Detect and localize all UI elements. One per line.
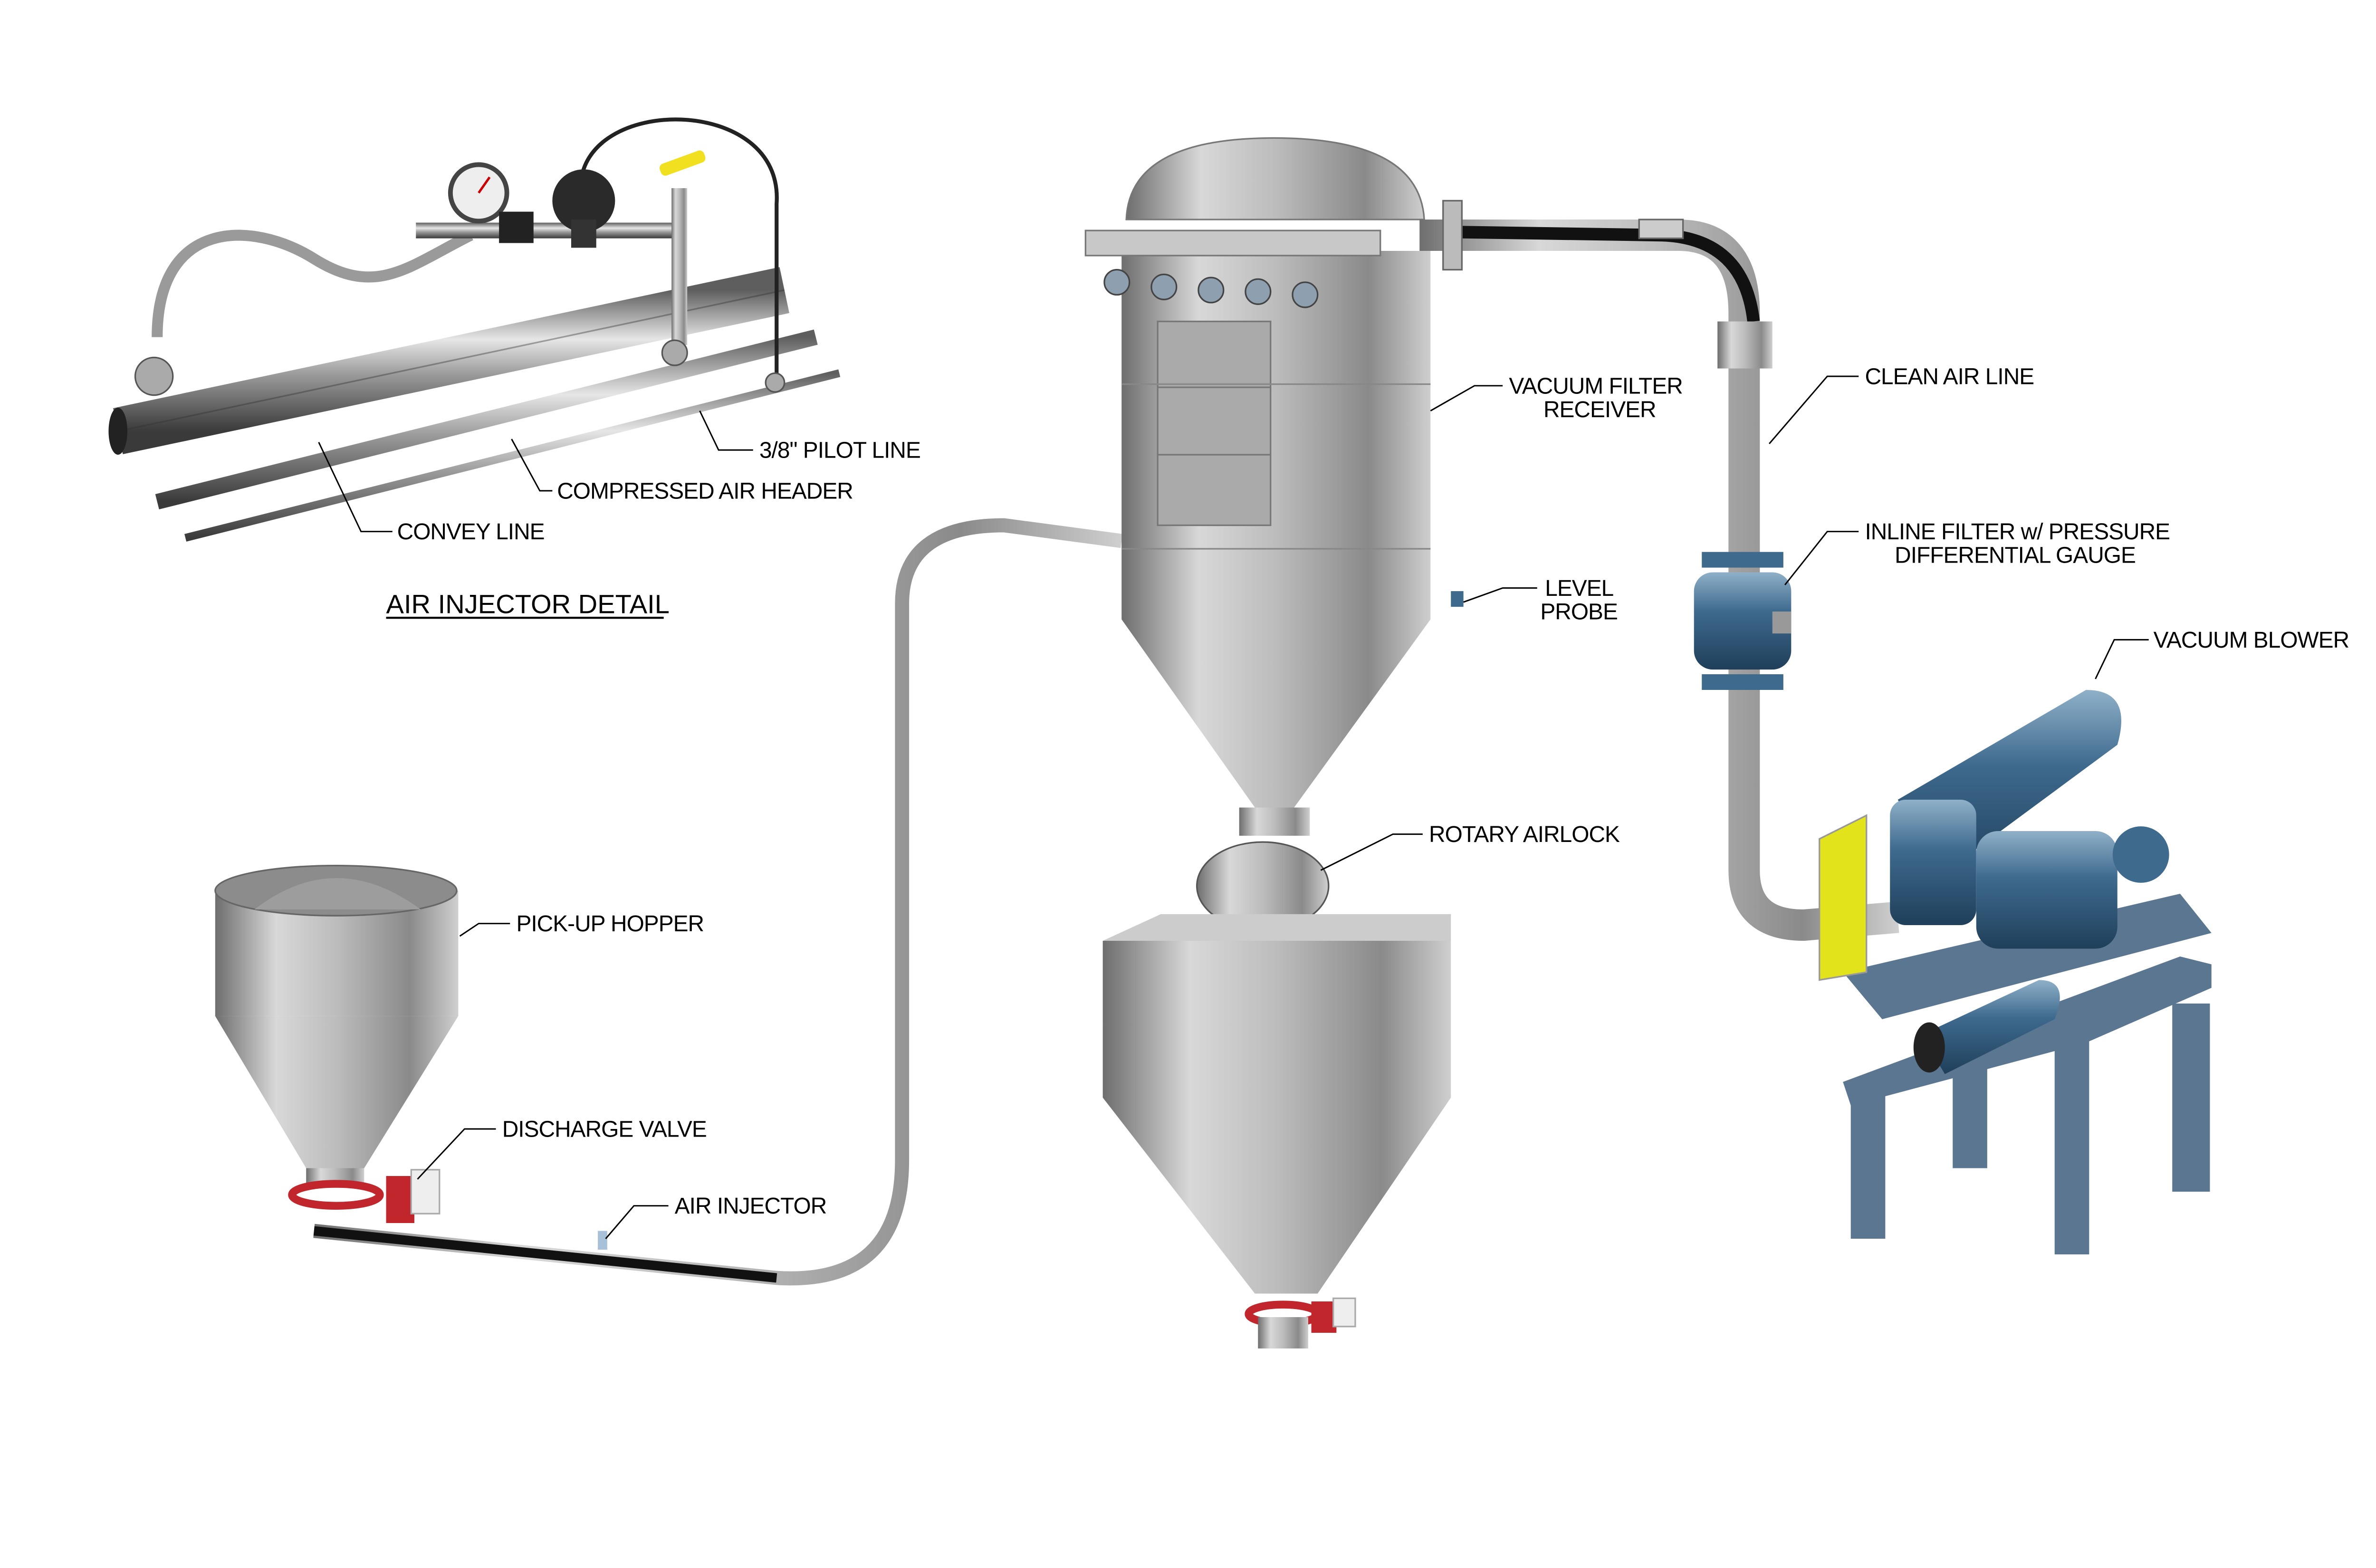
air-injector xyxy=(598,1231,607,1250)
level-probe xyxy=(1451,591,1464,607)
bulk-material xyxy=(254,878,421,909)
pulse-valves xyxy=(1103,268,1319,308)
convey-line-dark-segment xyxy=(313,1226,777,1283)
belt-guard xyxy=(1819,814,1868,981)
callout-pilot-line: 3/8" PILOT LINE xyxy=(699,410,921,463)
callout-vacuum-filter-receiver: VACUUM FILTER RECEIVER xyxy=(1430,373,1683,422)
callout-convey-line: CONVEY LINE xyxy=(318,441,545,545)
label-rotary-airlock: ROTARY AIRLOCK xyxy=(1429,822,1620,847)
label-convey-line: CONVEY LINE xyxy=(397,519,545,545)
inline-filter xyxy=(1694,552,1792,690)
discharge-valve xyxy=(288,1180,384,1210)
callout-air-injector: AIR INJECTOR xyxy=(605,1194,827,1239)
pilot-tube xyxy=(578,117,779,376)
vacuum-filter-receiver xyxy=(1084,137,1464,1348)
label-inline-filter-1: INLINE FILTER w/ PRESSURE xyxy=(1865,519,2170,545)
label-discharge-valve: DISCHARGE VALVE xyxy=(502,1117,707,1142)
blower-motor xyxy=(1976,831,2117,949)
pickup-hopper xyxy=(214,864,459,1294)
inlet-silencer xyxy=(1921,980,2060,1074)
label-air-injector: AIR INJECTOR xyxy=(675,1194,827,1219)
label-vacuum-filter-receiver-1: VACUUM FILTER xyxy=(1509,373,1682,399)
blower-body xyxy=(1890,800,1976,925)
air-injector-detail-title: AIR INJECTOR DETAIL xyxy=(386,589,670,619)
label-vacuum-blower: VACUUM BLOWER xyxy=(2154,628,2349,653)
convey-line-main xyxy=(313,518,1123,1286)
label-inline-filter-2: DIFFERENTIAL GAUGE xyxy=(1895,543,2136,568)
label-pickup-hopper: PICK-UP HOPPER xyxy=(516,911,704,937)
label-pilot-line: 3/8" PILOT LINE xyxy=(759,438,920,463)
callout-compressed-air-header: COMPRESSED AIR HEADER xyxy=(511,439,853,504)
air-injector-detail xyxy=(108,117,841,542)
label-level-probe-2: PROBE xyxy=(1540,600,1618,625)
ball-valve-handle xyxy=(660,150,706,176)
callout-rotary-airlock: ROTARY AIRLOCK xyxy=(1320,822,1620,871)
label-level-probe-1: LEVEL xyxy=(1545,576,1613,601)
pipe-end xyxy=(108,408,128,455)
compressed-air-header-pipe xyxy=(155,329,818,510)
pressure-differential-gauge xyxy=(1772,612,1792,634)
callout-discharge-valve: DISCHARGE VALVE xyxy=(417,1117,707,1180)
callout-vacuum-blower: VACUUM BLOWER xyxy=(2095,628,2349,679)
label-compressed-air-header: COMPRESSED AIR HEADER xyxy=(557,478,853,504)
callout-level-probe: LEVEL PROBE xyxy=(1463,576,1618,625)
access-door xyxy=(1157,320,1272,526)
label-clean-air-line: CLEAN AIR LINE xyxy=(1865,364,2034,390)
flex-hose xyxy=(152,229,473,337)
callout-pickup-hopper: PICK-UP HOPPER xyxy=(459,911,704,937)
callout-clean-air-line: CLEAN AIR LINE xyxy=(1769,364,2034,444)
callout-inline-filter: INLINE FILTER w/ PRESSURE DIFFERENTIAL G… xyxy=(1784,519,2170,585)
vacuum-blower-package xyxy=(1819,690,2212,1254)
regulator xyxy=(499,211,534,243)
label-vacuum-filter-receiver-2: RECEIVER xyxy=(1543,397,1656,422)
pilot-valve xyxy=(552,169,615,232)
pilot-line-pipe xyxy=(184,369,841,542)
